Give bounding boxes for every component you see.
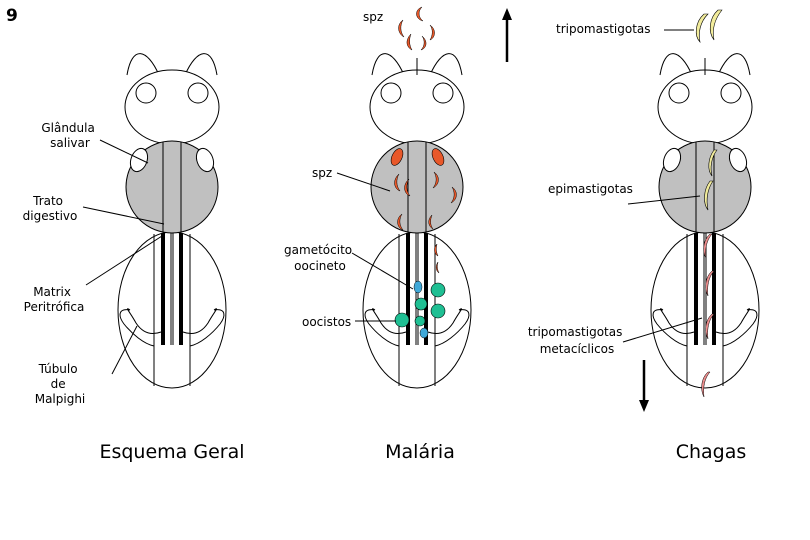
trypomastigotes-metacyclic [701,233,715,398]
panel-malaria: spz spz gametócito oocineto oocistos Mal… [284,6,512,463]
label-salivary-gland-2: salivar [50,136,90,150]
caption-general: Esquema Geral [99,441,244,463]
svg-text:Glândula salivar: Glândula salivar [41,121,98,150]
arrow-up-icon [502,8,512,62]
label-digestive-tract-2: digestivo [23,209,78,223]
gametocyte-markers [434,243,440,274]
svg-text:gametócito oocineto: gametócito oocineto [284,243,356,273]
svg-text:Túbulo de Malpighi: Túbulo de Malpighi [35,362,86,406]
trypomastigotes-top [695,9,723,43]
label-oocysts: oocistos [302,315,351,329]
epimastigotes [704,149,718,211]
sporozoites-gland [394,171,457,231]
svg-text:Trato digestivo: Trato digestivo [23,194,78,223]
label-gametocyte-1: gametócito [284,243,352,257]
insect-outline-general [117,53,227,389]
label-spz-gland: spz [312,166,332,180]
oocysts [394,282,446,328]
sporozoites-top [398,6,435,51]
insect-outline-malaria [362,53,472,389]
label-spz-top: spz [363,10,383,24]
arrow-down-icon [639,360,649,412]
label-peritrophic-2: Peritrófica [24,300,85,314]
label-trypomastigotes-top: tripomastigotas [556,22,651,36]
label-malpighi-3: Malpighi [35,392,86,406]
label-metacyclic-2: metacíclicos [540,342,615,356]
svg-text:Matrix Peritrófica: Matrix Peritrófica [24,285,85,314]
svg-text:tripomastigotas metacícl: tripomastigotas metacíclicos [528,325,626,356]
salivary-gland-infected [390,148,404,166]
label-digestive-tract-1: Trato [32,194,63,208]
label-malpighi-2: de [51,377,66,391]
ookinetes [413,280,429,339]
label-metacyclic-1: tripomastigotas [528,325,623,339]
salivary-gland-infected [431,148,445,166]
label-malpighi-1: Túbulo [38,362,78,376]
label-gametocyte-2: oocineto [294,259,346,273]
label-peritrophic-1: Matrix [33,285,71,299]
insect-outline-chagas [650,53,760,389]
caption-chagas: Chagas [676,441,747,463]
label-salivary-gland-1: Glândula [41,121,95,135]
panel-chagas: tripomastigotas epimastigotas tripomasti… [528,9,760,463]
caption-malaria: Malária [385,441,455,463]
figure-number: 9 [6,6,18,26]
label-epimastigotes: epimastigotas [548,182,633,196]
panel-general: Glândula salivar Trato digestivo Matrix … [23,53,245,463]
